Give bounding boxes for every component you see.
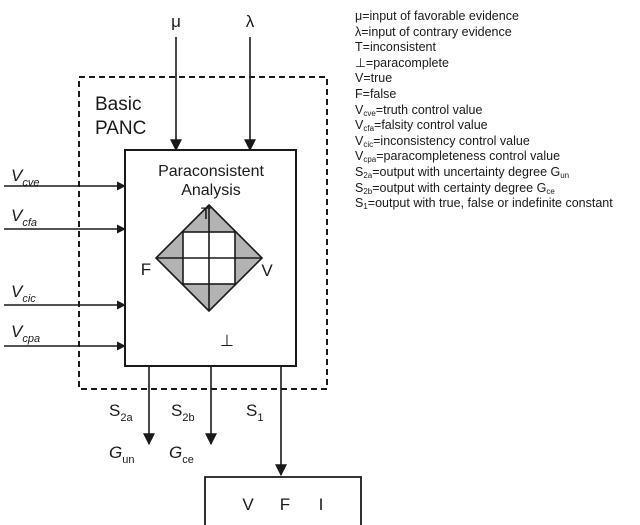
basic-panc-boundary bbox=[78, 76, 328, 390]
mu-label: μ bbox=[171, 12, 181, 31]
control-input-vcpa-label: Vcpa bbox=[11, 322, 40, 345]
legend-item-s2b: S2b=output with certainty degree Gce bbox=[355, 180, 555, 196]
analysis-title-line2: Analysis bbox=[181, 182, 241, 199]
legend-item-s1: S1=output with true, false or indefinite… bbox=[355, 196, 613, 212]
lattice-left-label: F bbox=[141, 260, 151, 279]
legend-item-vcic: Vcic=inconsistency control value bbox=[355, 133, 530, 149]
output-s1-label: S1 bbox=[246, 401, 263, 424]
legend-item-f: F=false bbox=[355, 86, 397, 101]
control-input-vcfa-label: Vcfa bbox=[11, 206, 37, 229]
result-label-i: I bbox=[319, 495, 324, 514]
gce-label: Gce bbox=[169, 443, 194, 466]
legend-item-s2a: S2a=output with uncertainty degree Gun bbox=[355, 164, 570, 180]
lattice-diagram bbox=[154, 203, 264, 313]
analysis-title-line1: Paraconsistent bbox=[158, 163, 264, 180]
gun-label: Gun bbox=[109, 443, 134, 466]
control-input-vcic-label: Vcic bbox=[11, 282, 36, 305]
output-s2a-label: S2a bbox=[109, 401, 133, 424]
result-label-v: V bbox=[242, 495, 254, 514]
lattice-right-label: V bbox=[261, 261, 273, 280]
legend-item-mu: μ=input of favorable evidence bbox=[355, 9, 519, 23]
legend: μ=input of favorable evidence λ=input of… bbox=[355, 9, 635, 212]
result-label-f: F bbox=[280, 495, 290, 514]
legend-item-v: V=true bbox=[355, 71, 393, 86]
legend-item-bottom: ⊥=paracomplete bbox=[355, 55, 449, 70]
output-s2b-label: S2b bbox=[171, 401, 195, 424]
lambda-label: λ bbox=[246, 12, 255, 31]
legend-item-vcpa: Vcpa=paracompleteness control value bbox=[355, 149, 561, 165]
legend-item-t: T=inconsistent bbox=[355, 40, 436, 55]
block-title-line1: Basic bbox=[95, 94, 141, 115]
legend-item-vcfa: Vcfa=falsity control value bbox=[355, 118, 488, 134]
result-box bbox=[204, 476, 362, 525]
lattice-bottom-label: ⊥ bbox=[220, 333, 234, 350]
block-title-line2: PANC bbox=[95, 118, 146, 139]
legend-item-vcve: Vcve=truth control value bbox=[355, 102, 483, 118]
legend-item-lambda: λ=input of contrary evidence bbox=[355, 24, 512, 39]
lattice-top-label: T bbox=[201, 204, 211, 223]
